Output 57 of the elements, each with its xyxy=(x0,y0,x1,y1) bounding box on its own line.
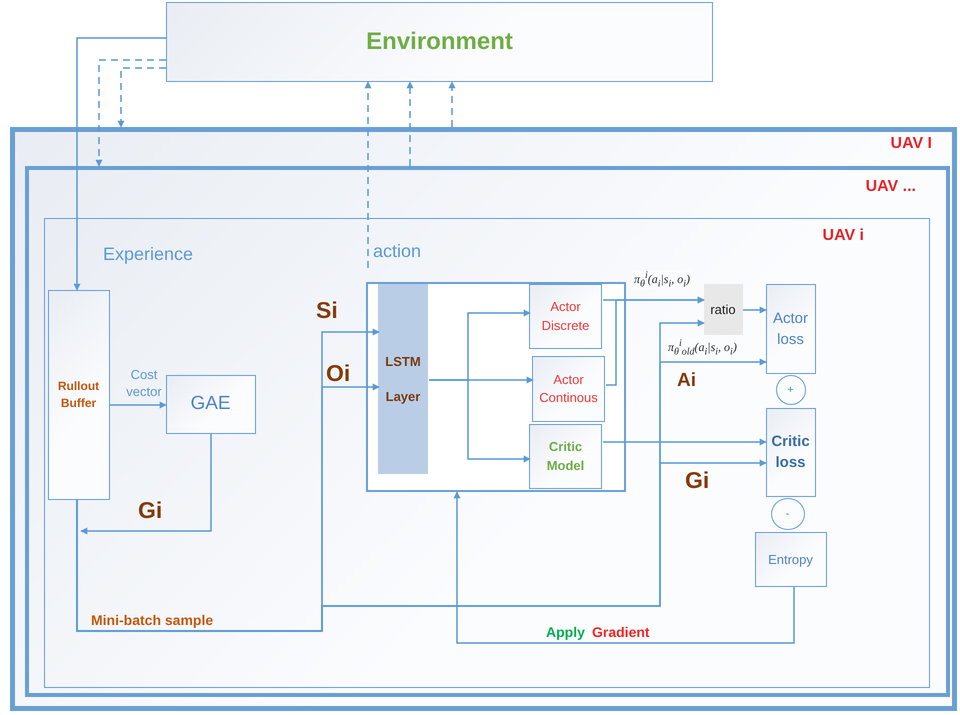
box-label: GAE xyxy=(190,393,231,415)
process-box xyxy=(529,424,602,489)
arrow xyxy=(364,81,372,268)
arrow xyxy=(454,491,795,644)
box-label: ratio xyxy=(710,302,736,316)
loss-box xyxy=(766,284,816,374)
flow-label: Gradient xyxy=(592,624,650,640)
layer-label: LSTM Layer xyxy=(384,352,422,406)
arrow xyxy=(429,379,531,462)
arrow xyxy=(743,306,767,314)
environment-title: Environment xyxy=(366,28,513,56)
signal-label: Ai xyxy=(677,370,696,392)
arrow xyxy=(606,296,705,386)
signal-label: Gi xyxy=(685,467,710,494)
section-label: action xyxy=(373,241,422,262)
arrow xyxy=(448,81,456,127)
signal-label: Si xyxy=(316,297,338,324)
uav-label: UAV i xyxy=(822,227,864,245)
uav-frame xyxy=(44,218,930,688)
arrow xyxy=(406,81,414,166)
loss-box xyxy=(766,408,816,496)
section-label: Experience xyxy=(103,244,194,265)
uav-label: UAV ... xyxy=(866,178,916,196)
process-box xyxy=(754,532,826,586)
box-label: Actor Continous xyxy=(538,370,599,407)
box-label: Entropy xyxy=(768,552,813,566)
buffer-label: Rullout Buffer xyxy=(56,378,100,412)
box-label: Critic loss xyxy=(770,432,811,473)
arrow xyxy=(96,59,166,167)
signal-label: Oi xyxy=(326,360,350,387)
operator-circle xyxy=(776,374,806,404)
edge-label: Cost vector xyxy=(125,366,163,401)
environment-box xyxy=(166,2,713,82)
box-label: Actor loss xyxy=(772,308,809,350)
network-container xyxy=(366,282,626,492)
lstm-layer xyxy=(378,284,428,474)
arrow xyxy=(74,37,166,291)
operator-symbol: + xyxy=(787,384,794,396)
ratio-box xyxy=(704,284,742,334)
uav-label: UAV I xyxy=(890,135,932,153)
box-label: Critic Model xyxy=(546,438,586,474)
box-label: Actor Discrete xyxy=(540,298,590,334)
arrow xyxy=(603,438,767,446)
process-box xyxy=(529,284,602,349)
arrow xyxy=(76,460,767,632)
flow-label: Mini-batch sample xyxy=(91,612,214,628)
arrow xyxy=(118,67,166,128)
edge-label: π$_{θ}$$^{i}$(a$_{i}$|s$_{i}$, o$_{i}$) xyxy=(632,270,692,290)
arrow xyxy=(110,402,167,408)
flow-label: Apply xyxy=(546,624,585,640)
arrow xyxy=(80,434,212,534)
process-box xyxy=(166,374,256,434)
operator-symbol: - xyxy=(786,508,790,520)
operator-circle xyxy=(770,498,804,530)
buffer-box xyxy=(48,290,110,500)
process-box xyxy=(532,356,605,422)
signal-label: Gi xyxy=(138,497,162,524)
